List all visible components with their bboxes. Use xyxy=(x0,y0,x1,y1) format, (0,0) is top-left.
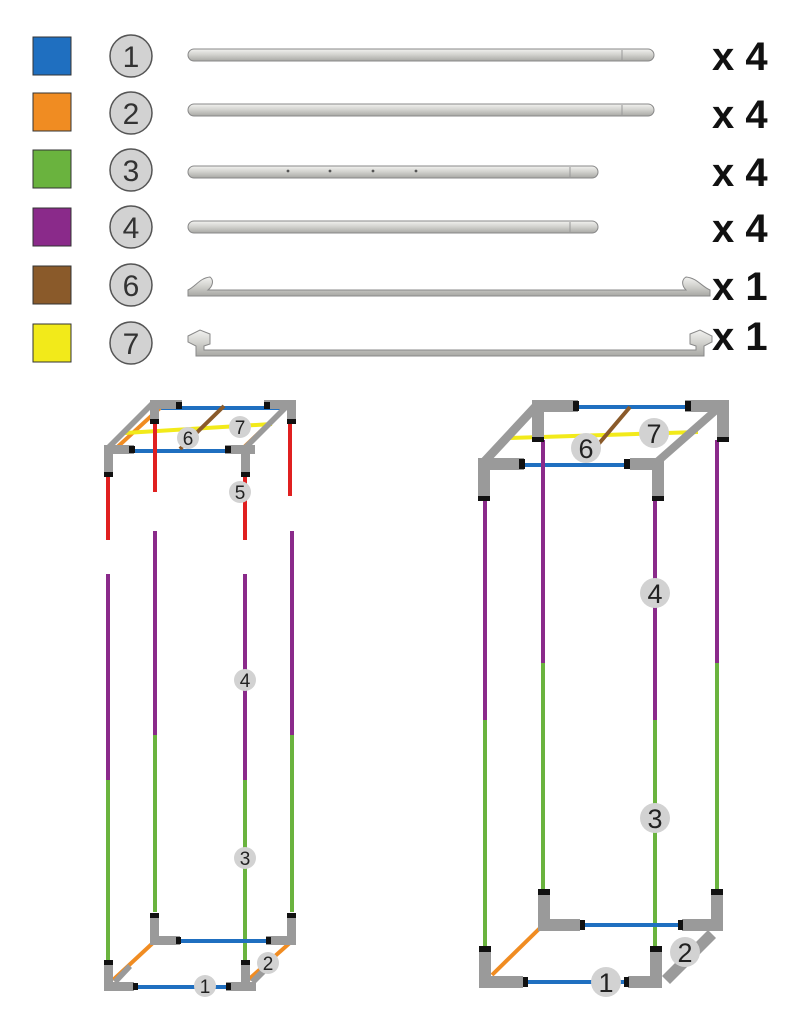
part-quantity-3: x 4 xyxy=(712,151,768,195)
pole-3-illustration xyxy=(187,165,599,179)
part-quantity-7: x 1 xyxy=(712,315,768,359)
color-swatch-2 xyxy=(32,92,72,132)
part-row-6: 6 x 1 xyxy=(32,263,768,309)
svg-text:5: 5 xyxy=(235,483,246,504)
small-label-7: 7 xyxy=(229,416,251,439)
part-number-6: 6 xyxy=(123,270,140,303)
big-top-connectors xyxy=(478,400,729,500)
part-number-7: 7 xyxy=(123,328,140,361)
svg-text:2: 2 xyxy=(677,938,692,968)
part-badge-7 xyxy=(109,321,153,365)
big-top-connector-ends xyxy=(478,401,729,501)
bottom-connector-ends xyxy=(104,913,296,990)
small-frame-diagram: 6 7 5 4 3 1 2 xyxy=(104,400,296,998)
part-number-3: 3 xyxy=(123,155,140,188)
big-label-6: 6 xyxy=(571,433,601,464)
part-number-2: 2 xyxy=(123,98,140,131)
part-quantity-4: x 4 xyxy=(712,207,768,251)
part-row-7: 7 x 1 xyxy=(32,315,768,365)
part-badge-1 xyxy=(109,34,153,78)
part-badge-3 xyxy=(109,148,153,192)
big-frame-diagram: 6 7 4 3 1 2 xyxy=(478,400,729,998)
small-label-6: 6 xyxy=(177,427,199,450)
small-label-4: 4 xyxy=(234,669,256,692)
svg-text:7: 7 xyxy=(235,418,246,439)
svg-text:1: 1 xyxy=(200,977,211,998)
part-number-1: 1 xyxy=(123,41,140,74)
big-label-3: 3 xyxy=(640,803,670,834)
part-badge-6 xyxy=(109,263,153,307)
big-bottom-connector-ends xyxy=(479,889,723,987)
color-swatch-6 xyxy=(32,265,72,305)
color-swatch-4 xyxy=(32,207,72,247)
small-label-2: 2 xyxy=(257,952,279,975)
part-badge-4 xyxy=(109,205,153,249)
part-quantity-6: x 1 xyxy=(712,265,768,309)
svg-text:6: 6 xyxy=(578,434,593,464)
svg-text:7: 7 xyxy=(646,419,661,449)
svg-text:4: 4 xyxy=(647,579,662,609)
part-row-3: 3 x 4 xyxy=(32,148,768,195)
big-label-2: 2 xyxy=(670,937,700,968)
top-connectors xyxy=(104,400,296,475)
svg-text:3: 3 xyxy=(240,849,251,870)
part-row-1: 1 x 4 xyxy=(32,34,768,79)
big-label-7: 7 xyxy=(639,418,669,449)
color-swatch-3 xyxy=(32,149,72,189)
big-label-1: 1 xyxy=(591,967,621,998)
part-row-4: 4 x 4 xyxy=(32,205,768,251)
pole-4-illustration xyxy=(187,220,599,234)
svg-text:2: 2 xyxy=(263,954,274,975)
svg-text:1: 1 xyxy=(598,968,613,998)
pole-7-illustration xyxy=(187,329,713,357)
part-row-2: 2 x 4 xyxy=(32,91,768,137)
small-label-5: 5 xyxy=(229,481,251,504)
part-quantity-1: x 4 xyxy=(712,35,768,79)
svg-text:3: 3 xyxy=(647,804,662,834)
big-bottom-left-rail-2 xyxy=(490,926,542,977)
big-label-4: 4 xyxy=(640,578,670,609)
top-connector-ends xyxy=(104,402,296,477)
color-swatch-1 xyxy=(32,36,72,76)
part-quantity-2: x 4 xyxy=(712,93,768,137)
svg-text:4: 4 xyxy=(240,671,251,692)
svg-text:6: 6 xyxy=(183,429,194,450)
small-label-1: 1 xyxy=(194,975,216,998)
part-badge-2 xyxy=(109,91,153,135)
parts-list: 1 x 4 2 x 4 3 xyxy=(32,34,768,365)
color-swatch-7 xyxy=(32,323,72,363)
pole-2-illustration xyxy=(187,103,655,117)
pole-1-illustration xyxy=(187,48,655,62)
part-number-4: 4 xyxy=(123,212,140,245)
small-label-3: 3 xyxy=(234,847,256,870)
pole-6-illustration xyxy=(187,276,711,297)
